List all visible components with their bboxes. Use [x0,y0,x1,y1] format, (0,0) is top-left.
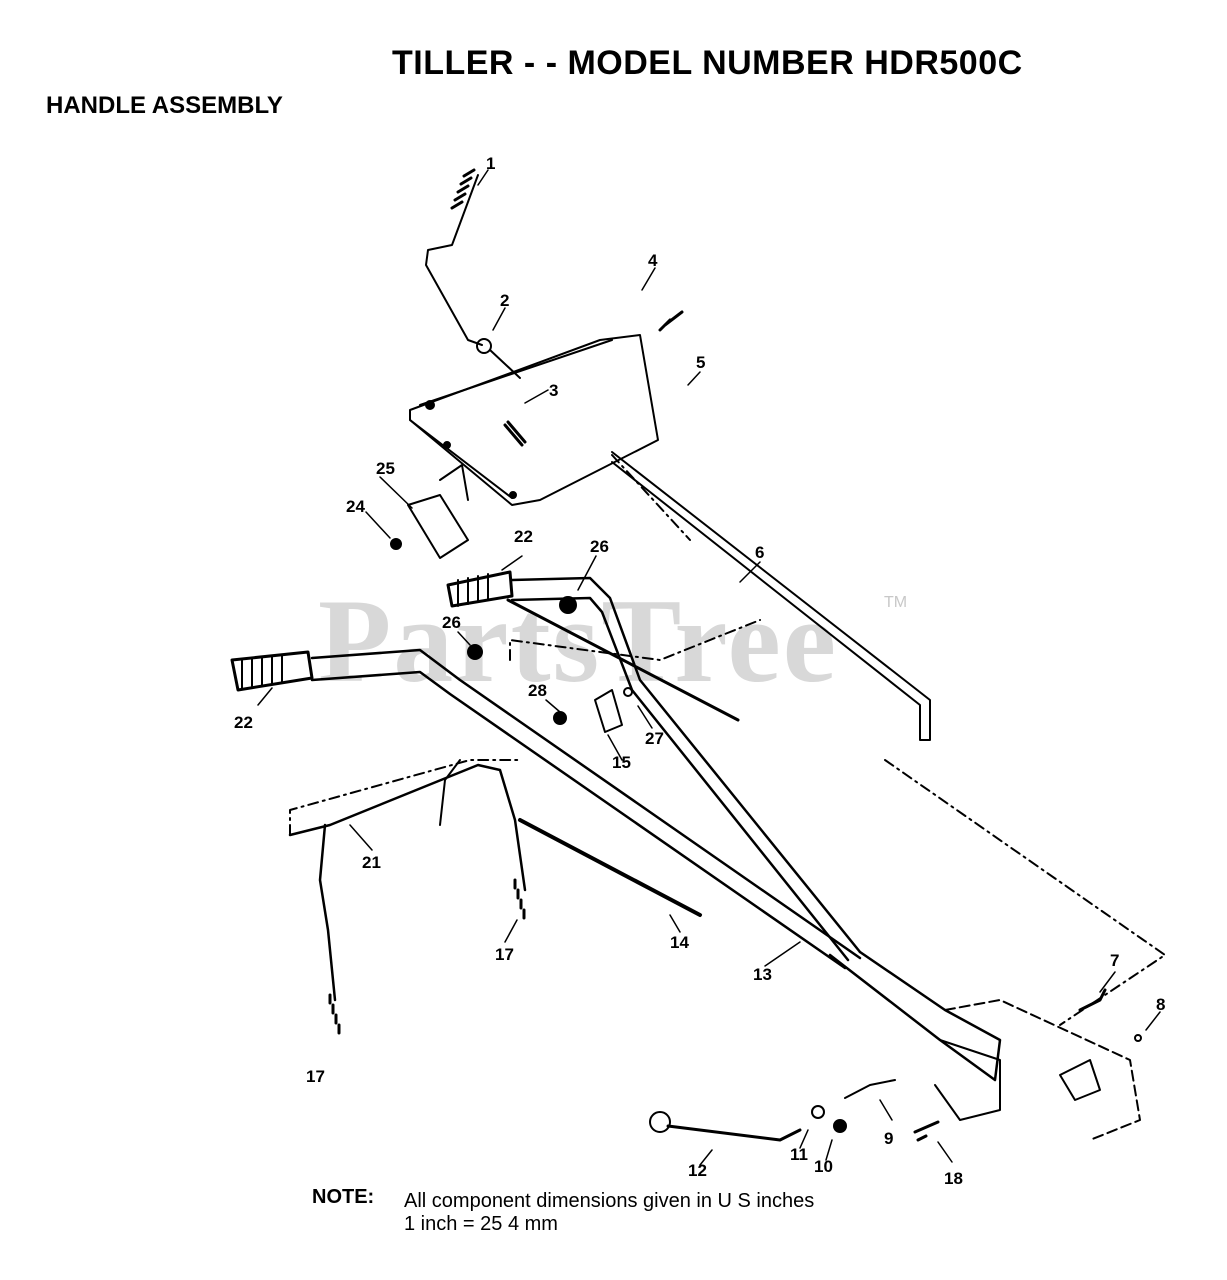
callout-11: 11 [790,1145,808,1164]
handlebar-left [310,648,862,960]
callout-24: 24 [346,497,365,516]
shift-rod-grip [450,168,476,210]
callout-13: 13 [753,965,772,984]
callout-18: 18 [944,1169,963,1188]
callout-labels: 1 2 3 4 5 24 25 6 22 26 26 22 28 27 15 2… [234,154,1165,1188]
callout-28: 28 [528,681,547,700]
callout-15: 15 [612,753,631,772]
callout-7: 7 [1110,951,1119,970]
callout-26-upper: 26 [590,537,609,556]
rod-ferrule [476,338,492,354]
watermark: PartsTree [318,574,838,707]
control-panel [409,334,659,506]
callout-3: 3 [549,381,558,400]
note-label: NOTE: [312,1186,375,1208]
callout-9: 9 [884,1129,893,1148]
callout-10: 10 [814,1157,833,1176]
section-title: HANDLE ASSEMBLY [46,92,283,119]
note-line-1: All component dimensions given in U S in… [404,1190,815,1212]
page-title: TILLER - - MODEL NUMBER HDR500C [392,44,1023,82]
callout-22-upper: 22 [514,527,533,546]
callout-12: 12 [688,1161,707,1180]
callout-17-upper: 17 [495,945,514,964]
callout-22-lower: 22 [234,713,253,732]
handlebar-right [510,576,862,954]
note-line-2: 1 inch = 25 4 mm [404,1213,558,1235]
callout-6: 6 [755,543,764,562]
callout-26-lower: 26 [442,613,461,632]
callout-25: 25 [376,459,395,478]
lower-handle [828,950,1002,1082]
shift-rod [425,174,483,346]
callout-2: 2 [500,291,509,310]
callout-4: 4 [648,251,658,270]
callout-17-lower: 17 [306,1067,325,1086]
callout-27: 27 [645,729,664,748]
callout-1: 1 [486,154,495,173]
clutch-cable [518,818,702,917]
callout-21: 21 [362,853,381,872]
callout-8: 8 [1156,995,1165,1014]
callout-14: 14 [670,933,689,952]
callout-5: 5 [696,353,705,372]
watermark-trademark: TM [884,594,908,611]
